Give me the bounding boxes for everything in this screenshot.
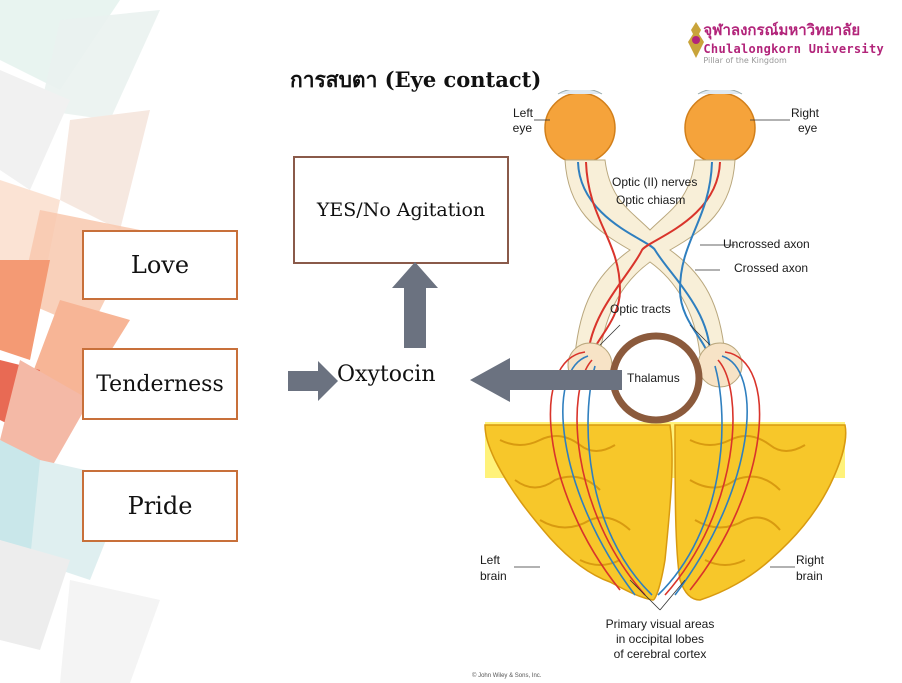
arrow-tenderness-to-oxytocin (288, 361, 340, 401)
label-visual-areas-3: of cerebral cortex (614, 647, 707, 661)
university-motto: Pillar of the Kingdom (703, 56, 884, 65)
label-left-brain-1: Left (480, 553, 501, 567)
label-optic-tracts: Optic tracts (610, 302, 671, 316)
tenderness-box: Tenderness (82, 348, 238, 420)
label-left-eye-2: eye (513, 121, 533, 135)
oxytocin-label: Oxytocin (337, 362, 435, 387)
label-thalamus: Thalamus (627, 371, 680, 385)
university-name-thai: จุฬาลงกรณ์มหาวิทยาลัย (703, 18, 884, 42)
pride-label: Pride (128, 492, 193, 520)
label-right-brain-2: brain (796, 569, 823, 583)
decorative-side-pattern (0, 0, 190, 683)
love-box: Love (82, 230, 238, 300)
label-visual-areas-2: in occipital lobes (616, 632, 704, 646)
label-crossed-axon: Crossed axon (734, 261, 808, 275)
label-right-brain-1: Right (796, 553, 825, 567)
university-name-english: Chulalongkorn University (703, 42, 884, 56)
love-label: Love (131, 251, 189, 279)
label-right-eye-1: Right (791, 106, 820, 120)
label-left-brain-2: brain (480, 569, 507, 583)
university-wordmark: จุฬาลงกรณ์มหาวิทยาลัย Chulalongkorn Univ… (703, 18, 884, 65)
label-left-eye-1: Left (513, 106, 534, 120)
label-copyright: © John Wiley & Sons, Inc. (472, 672, 542, 679)
figure-labels: Left eye Right eye Optic (II) nerves Opt… (470, 90, 890, 680)
tenderness-label: Tenderness (96, 372, 224, 397)
label-right-eye-2: eye (798, 121, 818, 135)
pride-box: Pride (82, 470, 238, 542)
label-visual-areas-1: Primary visual areas (606, 617, 715, 631)
arrow-oxytocin-to-agitation (392, 262, 438, 348)
label-uncrossed-axon: Uncrossed axon (723, 237, 810, 251)
label-optic-chiasm: Optic chiasm (616, 193, 685, 207)
label-optic-nerves: Optic (II) nerves (612, 175, 697, 189)
agitation-label: YES/No Agitation (317, 199, 485, 221)
